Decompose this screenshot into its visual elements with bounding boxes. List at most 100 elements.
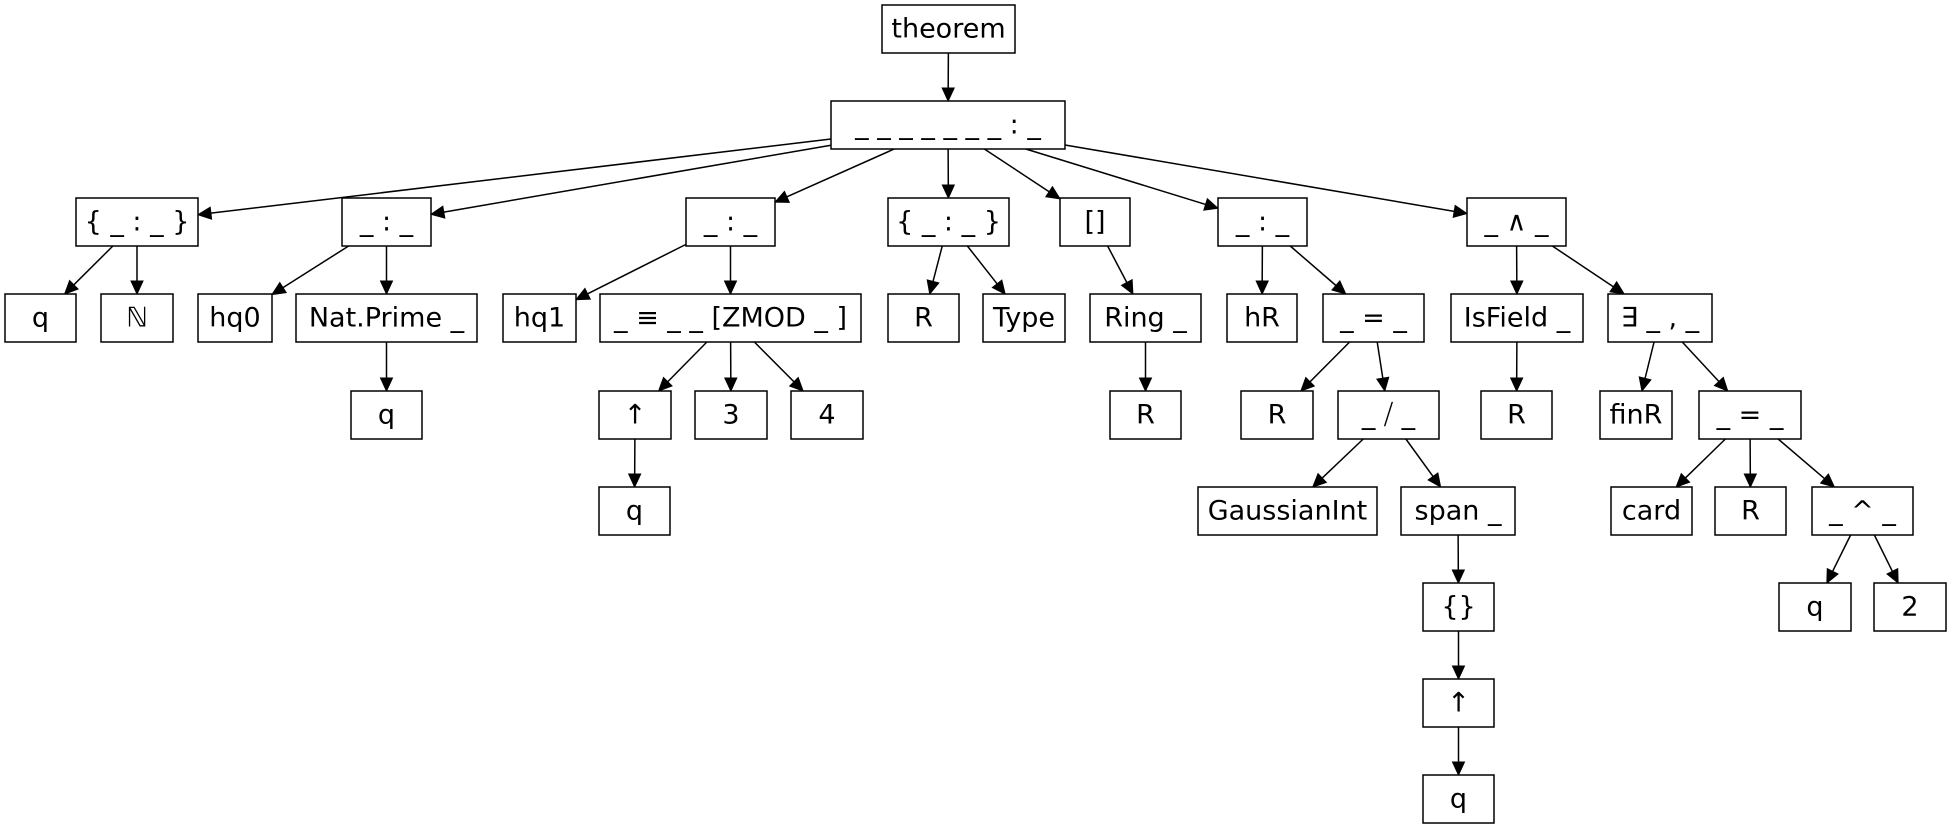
tree-node-four: 4 <box>790 390 864 440</box>
tree-node-hq1: hq1 <box>502 293 577 343</box>
node-box <box>598 390 672 440</box>
arrow-head <box>1255 280 1269 296</box>
edge-line <box>210 138 832 214</box>
edge-line <box>443 144 832 213</box>
edge-line <box>667 341 708 383</box>
edge-zmod-to-coe-q <box>657 341 708 392</box>
node-label: q <box>1806 592 1823 623</box>
node-box <box>1714 486 1787 536</box>
arrow-head <box>1044 185 1061 200</box>
node-label: R <box>1136 400 1155 431</box>
edge-binder-to-inst <box>983 148 1061 200</box>
node-box <box>1778 582 1852 632</box>
arrow-head <box>788 376 804 392</box>
node-box <box>1698 390 1802 440</box>
tree-node-set: {} <box>1422 582 1495 632</box>
edge-eq2-to-card-r <box>1743 438 1758 489</box>
arrow-head <box>1311 472 1328 488</box>
edge-hr-colon-to-hr <box>1255 245 1269 296</box>
edge-and-to-isfield <box>1510 245 1524 296</box>
node-box <box>1422 582 1495 632</box>
arrow-head <box>429 205 446 219</box>
edge-line <box>1684 438 1726 479</box>
arrow-head <box>1331 280 1347 295</box>
edge-hq0-colon-to-nat-prime <box>379 246 394 296</box>
node-label: hq1 <box>514 303 565 334</box>
node-label: 2 <box>1901 592 1918 623</box>
arrow-head <box>1886 567 1899 585</box>
edge-r-type-to-type <box>966 245 1006 295</box>
edge-line <box>1064 144 1455 213</box>
node-label: span _ <box>1415 496 1502 527</box>
edge-line <box>1644 341 1655 379</box>
edge-nat-prime-to-nat-prime-q <box>379 342 394 393</box>
node-label: Nat.Prime _ <box>309 303 465 334</box>
node-box <box>982 293 1066 343</box>
edge-binder-to-hr-colon <box>1025 148 1220 211</box>
tree-node-eq2: _ = _ <box>1698 390 1802 440</box>
tree-node-type: Type <box>982 293 1066 343</box>
arrow-head <box>270 281 288 296</box>
arrow-head <box>63 279 79 295</box>
edge-line <box>932 245 943 282</box>
arrow-head <box>723 280 738 296</box>
arrow-head <box>1675 472 1691 488</box>
arrow-head <box>991 279 1006 295</box>
tree-node-root: theorem <box>881 4 1016 54</box>
arrow-head <box>926 279 940 296</box>
node-label: R <box>1507 400 1526 431</box>
node-box <box>887 293 960 343</box>
node-box <box>881 4 1016 54</box>
edge-line <box>282 245 350 289</box>
tree-node-quot: _ ⧸ _ <box>1337 390 1440 440</box>
node-box <box>341 197 432 247</box>
arrow-head <box>1713 376 1729 392</box>
arrow-head <box>1452 204 1469 218</box>
node-label: q <box>32 303 49 334</box>
node-label: _ : _ <box>359 207 414 238</box>
node-label: {} <box>1441 592 1475 623</box>
tree-node-coe-q: ↑ <box>598 390 672 440</box>
edge-line <box>1025 148 1206 206</box>
node-box <box>1059 197 1131 247</box>
node-label: R <box>1741 496 1760 527</box>
node-label: { _ : _ } <box>896 207 1001 238</box>
node-box <box>295 293 478 343</box>
tree-node-r-type: { _ : _ } <box>887 197 1010 247</box>
edge-binder-to-and <box>1064 144 1469 218</box>
node-box <box>1109 390 1182 440</box>
node-label: [] <box>1084 207 1105 238</box>
node-box <box>1610 486 1693 536</box>
tree-node-ring: Ring _ <box>1089 293 1202 343</box>
node-label: theorem <box>891 14 1005 45</box>
arrow-head <box>1376 376 1390 393</box>
edge-line <box>1873 534 1894 572</box>
node-label: _ : _ <box>1235 207 1290 238</box>
node-box <box>1811 486 1914 536</box>
edge-zmod-to-four <box>753 341 804 392</box>
tree-node-isfield: IsField _ <box>1450 293 1584 343</box>
node-box <box>502 293 577 343</box>
node-label: ∃ _ , _ <box>1621 303 1700 334</box>
node-box <box>100 293 174 343</box>
node-label: _ = _ <box>1716 400 1784 431</box>
node-label: hR <box>1244 303 1280 334</box>
node-box <box>1599 390 1673 440</box>
tree-node-hr: hR <box>1226 293 1298 343</box>
tree-node-isfield-r: R <box>1480 390 1553 440</box>
node-label: _ ^ _ <box>1828 496 1896 527</box>
edge-hr-colon-to-eq <box>1289 245 1347 295</box>
node-box <box>1226 293 1298 343</box>
edge-hq1-colon-to-zmod <box>723 246 738 296</box>
node-box <box>1322 293 1425 343</box>
arrow-head <box>1451 665 1466 681</box>
edge-ring-to-ring-r <box>1138 342 1153 393</box>
node-label: R <box>914 303 933 334</box>
edge-coe-q-to-coe-q-arg <box>627 438 642 489</box>
tree-node-finr: finR <box>1599 390 1673 440</box>
node-label: _ = _ <box>1339 303 1407 334</box>
node-box <box>790 390 864 440</box>
edge-line <box>73 245 114 286</box>
tree-node-coe-span-q: q <box>1422 774 1495 824</box>
